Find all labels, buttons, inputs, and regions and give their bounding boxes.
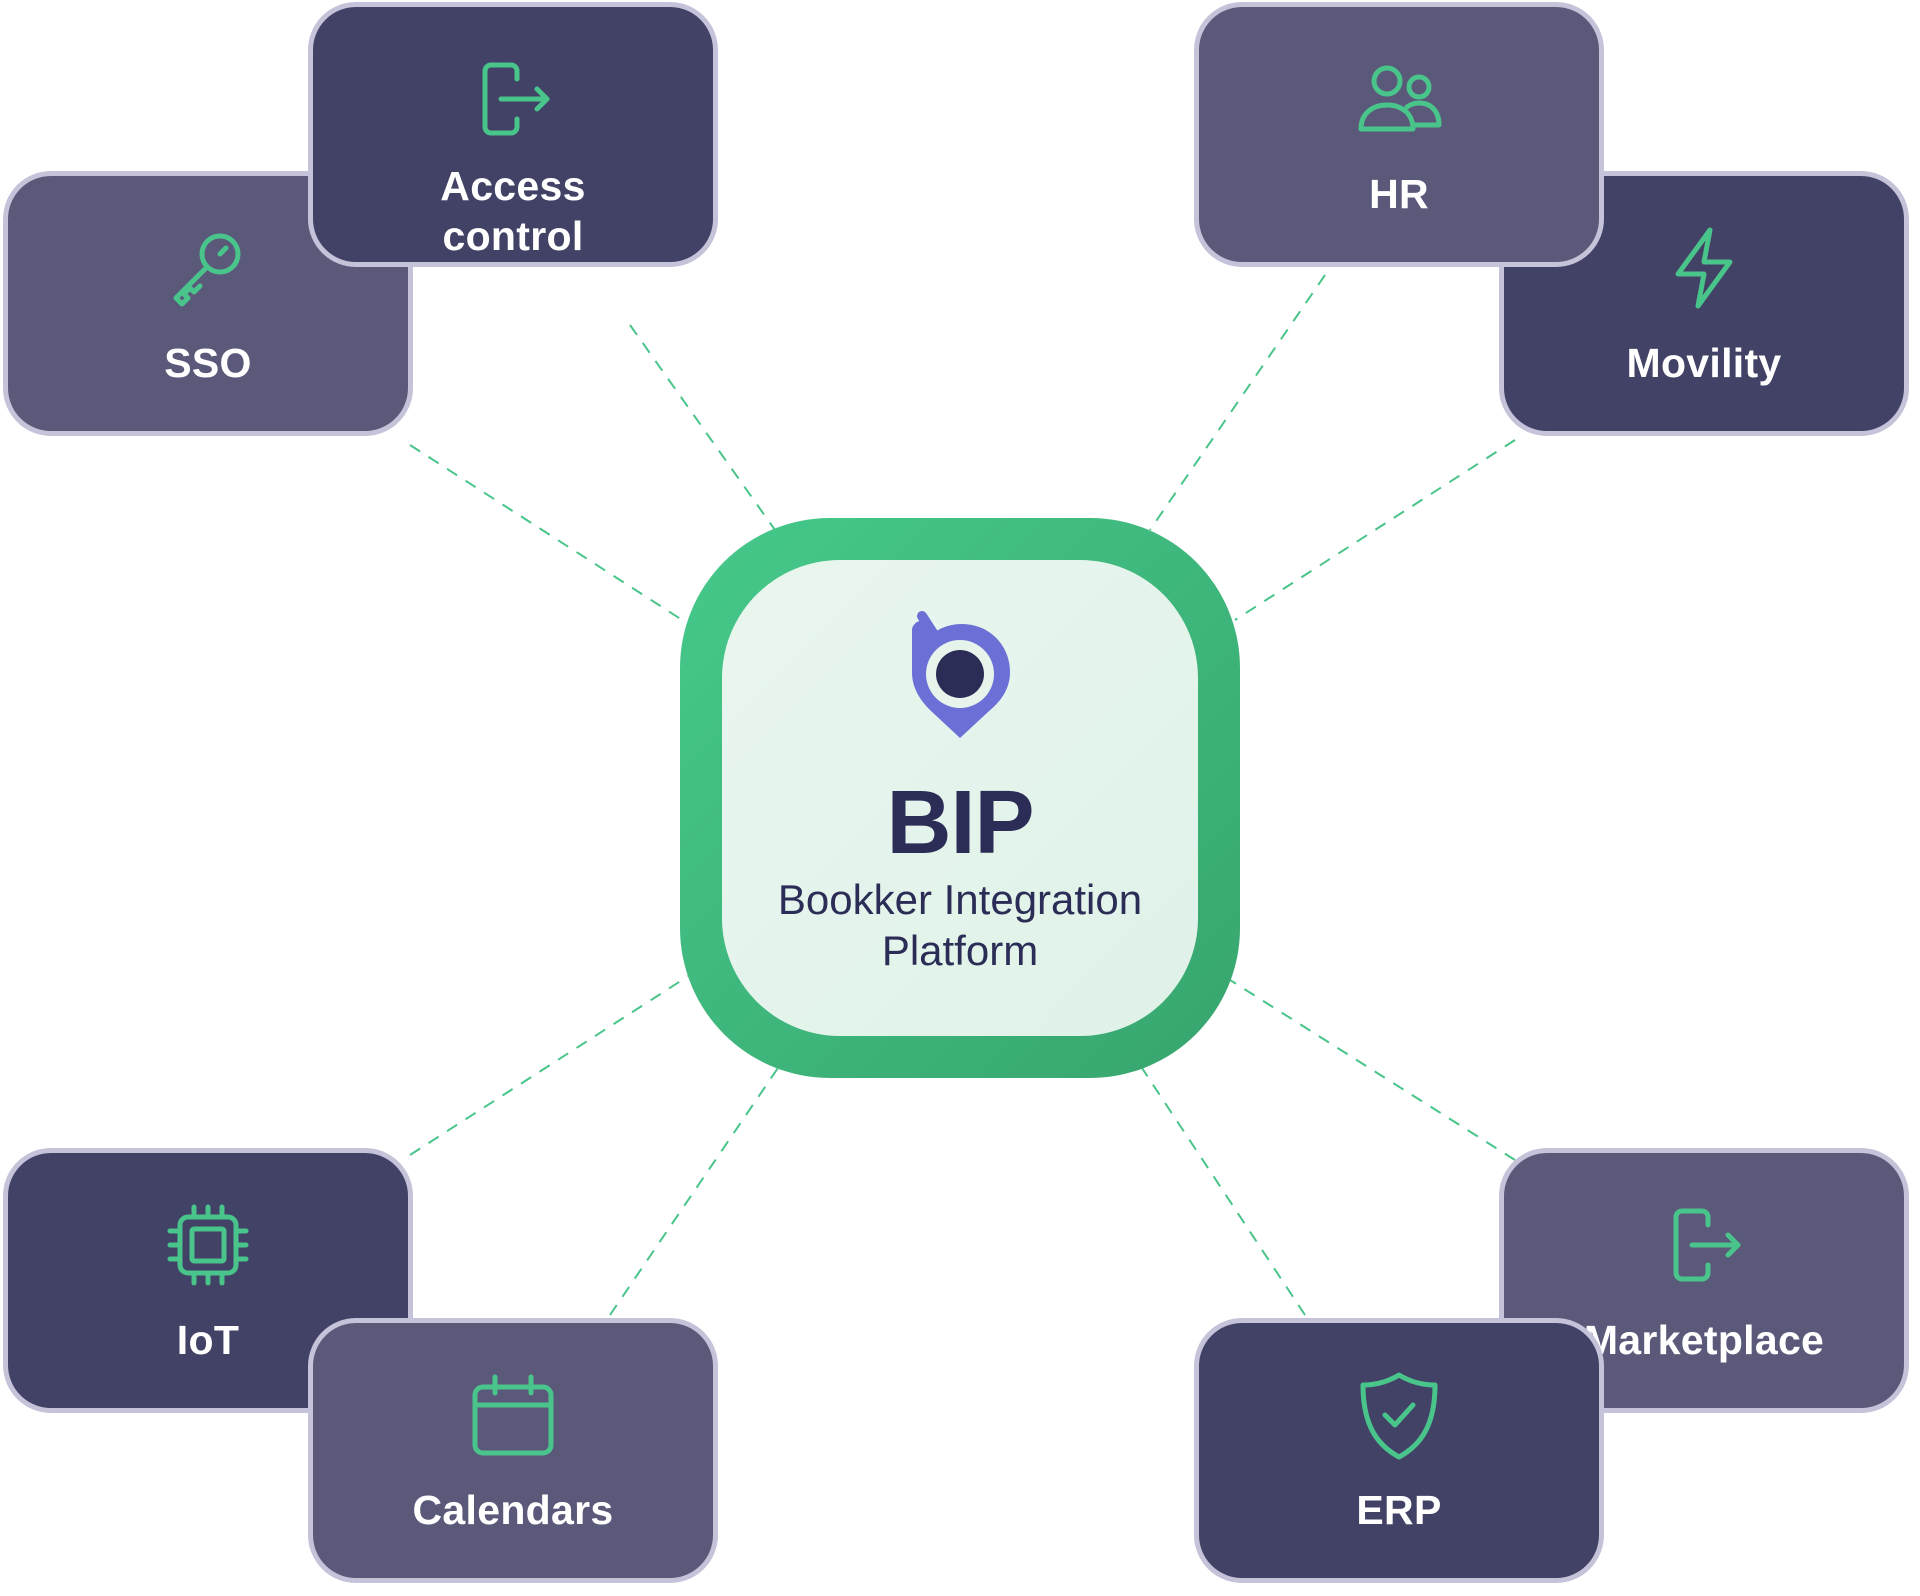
connector-access-control xyxy=(629,324,776,531)
connector-calendars xyxy=(609,1064,781,1316)
cpu-chip-icon xyxy=(160,1197,256,1293)
hr-label: HR xyxy=(1369,171,1429,217)
movility-label: Movility xyxy=(1626,340,1782,386)
key-icon xyxy=(160,220,256,316)
marketplace-label: Marketplace xyxy=(1583,1317,1825,1363)
bookker-pin-logo-icon xyxy=(912,611,1010,738)
sso-label: SSO xyxy=(164,340,252,386)
bip-title: BIP xyxy=(886,773,1034,873)
exit-door-arrow-icon xyxy=(465,51,561,147)
calendars-label: Calendars xyxy=(412,1487,614,1533)
calendar-icon xyxy=(465,1367,561,1463)
bip-center-frame[interactable]: BIP Bookker Integration Platform xyxy=(680,518,1240,1078)
bip-subtitle: Bookker Integration Platform xyxy=(777,876,1143,974)
card-calendars[interactable]: Calendars xyxy=(308,1318,718,1583)
erp-label: ERP xyxy=(1356,1487,1442,1533)
connector-erp xyxy=(1139,1064,1306,1316)
lightning-bolt-icon xyxy=(1656,220,1752,316)
access-control-label: Access control xyxy=(440,163,586,259)
exit-door-arrow-icon xyxy=(1656,1197,1752,1293)
connector-iot xyxy=(409,974,691,1156)
card-access-control[interactable]: Access control xyxy=(308,2,718,267)
card-erp[interactable]: ERP xyxy=(1194,1318,1604,1583)
connector-hr xyxy=(1149,274,1326,531)
users-icon xyxy=(1351,51,1447,147)
connector-sso xyxy=(409,444,691,626)
connector-movility xyxy=(1234,439,1516,621)
bip-center-panel: BIP Bookker Integration Platform xyxy=(722,560,1198,1036)
card-movility[interactable]: Movility xyxy=(1499,171,1909,436)
card-hr[interactable]: HR xyxy=(1194,2,1604,267)
connector-marketplace xyxy=(1229,979,1516,1161)
shield-check-icon xyxy=(1351,1367,1447,1463)
iot-label: IoT xyxy=(176,1317,240,1363)
